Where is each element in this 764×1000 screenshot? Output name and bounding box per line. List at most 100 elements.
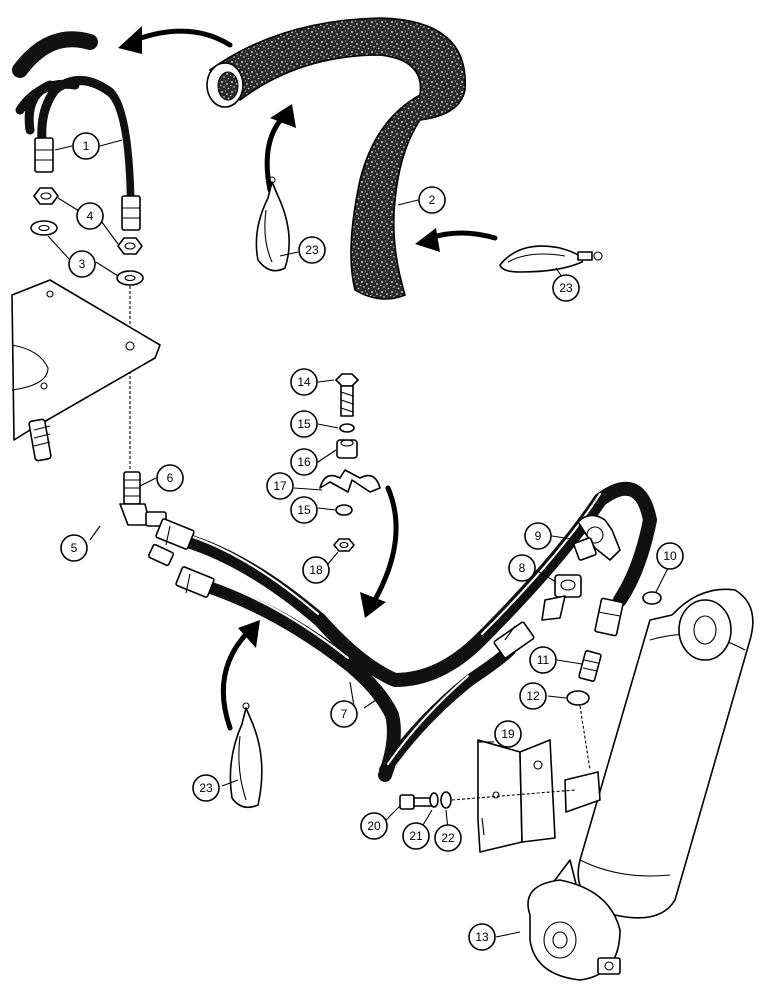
hose-long: [178, 481, 657, 687]
callout-circle: [290, 496, 318, 524]
callout-circle: [266, 472, 294, 500]
hose-end-fitting-right: [121, 195, 141, 231]
callout-circle: [529, 646, 557, 674]
callout-20: 20: [360, 812, 388, 840]
callout-3: 3: [68, 250, 96, 278]
callout-circle: [434, 824, 462, 852]
callout-circle: [72, 132, 100, 160]
callout-circle: [76, 202, 104, 230]
callout-circle: [519, 682, 547, 710]
callout-circle: [156, 464, 184, 492]
lock-washer-21: [429, 792, 439, 808]
bracket-19: [477, 739, 556, 853]
callout-number: 18: [309, 563, 323, 577]
callout-number: 5: [71, 541, 78, 555]
tube-assembly: [28, 418, 175, 567]
callout-circle: [494, 720, 522, 748]
callout-23a: 23: [298, 236, 326, 264]
fitting-right-hose: [594, 597, 624, 637]
straight-fitting-11: [578, 650, 602, 682]
elbow-fitting: [119, 471, 167, 527]
callout-circle: [290, 368, 318, 396]
callout-circle: [552, 274, 580, 302]
callout-23b: 23: [552, 274, 580, 302]
callout-19: 19: [494, 720, 522, 748]
callout-number: 11: [537, 653, 550, 667]
callout-6: 6: [156, 464, 184, 492]
callout-circle: [290, 410, 318, 438]
callout-number: 23: [199, 781, 213, 795]
strap-upper: [255, 176, 290, 272]
callout-12: 12: [519, 682, 547, 710]
callout-number: 9: [535, 529, 542, 543]
callout-number: 23: [559, 281, 573, 295]
callout-15a: 15: [290, 410, 318, 438]
callout-circle: [468, 923, 496, 951]
hose-pair-upper: [12, 31, 135, 205]
callout-22: 22: [434, 824, 462, 852]
strap-lower: [229, 702, 263, 809]
callout-14: 14: [290, 368, 318, 396]
callout-number: 3: [79, 257, 86, 271]
callout-11: 11: [529, 646, 557, 674]
callout-number: 19: [501, 727, 515, 741]
arrow-clamp-down: [369, 485, 399, 608]
arrow-strap-bottom: [220, 627, 253, 731]
callout-circle: [508, 554, 536, 582]
callout-number: 1: [83, 139, 90, 153]
nut-18: [333, 538, 355, 552]
callout-number: 15: [297, 503, 311, 517]
callout-number: 20: [367, 819, 381, 833]
elbow-fitting-8: [541, 574, 582, 621]
hose-short: [198, 578, 401, 782]
callout-13: 13: [468, 923, 496, 951]
callout-circle: [302, 556, 330, 584]
clamp-17: [319, 469, 381, 493]
o-ring-12: [566, 690, 590, 706]
callout-number: 13: [475, 930, 489, 944]
callout-5: 5: [60, 534, 88, 562]
callout-number: 6: [167, 471, 174, 485]
callout-number: 22: [441, 831, 455, 845]
callout-8: 8: [508, 554, 536, 582]
washer-left: [30, 220, 58, 236]
washer-15-bottom: [335, 504, 353, 516]
callout-number: 15: [297, 417, 311, 431]
washer-right: [116, 270, 144, 286]
callout-number: 17: [273, 479, 287, 493]
hose-cylinder: [379, 644, 516, 776]
callout-number: 4: [87, 209, 94, 223]
callout-circle: [192, 774, 220, 802]
washer-15-top: [339, 423, 355, 433]
callout-16: 16: [290, 448, 318, 476]
callout-number: 8: [519, 561, 526, 575]
fitting-cylinder-hose: [493, 621, 535, 659]
callout-9: 9: [524, 522, 552, 550]
callout-1: 1: [72, 132, 100, 160]
callout-4: 4: [76, 202, 104, 230]
arrow-strap-left: [427, 230, 498, 241]
protective-sleeve: [206, 17, 466, 300]
callout-number: 2: [429, 193, 436, 207]
fitting-long-hose-end: [155, 518, 195, 550]
callout-17: 17: [266, 472, 294, 500]
callout-circle: [402, 822, 430, 850]
callout-10: 10: [656, 542, 684, 570]
elbow-fitting-9: [573, 514, 621, 561]
callout-circle: [360, 812, 388, 840]
callout-number: 7: [341, 707, 348, 721]
hydraulic-cylinder: [527, 588, 754, 981]
callout-21: 21: [402, 822, 430, 850]
callout-18: 18: [302, 556, 330, 584]
callout-circle: [330, 700, 358, 728]
o-ring-10: [642, 591, 662, 605]
callout-number: 21: [409, 829, 423, 843]
callout-circle: [298, 236, 326, 264]
arrow-sleeve-to-hose: [132, 28, 233, 48]
callout-15b: 15: [290, 496, 318, 524]
hose-end-fitting-left: [34, 137, 54, 173]
callout-circle: [524, 522, 552, 550]
